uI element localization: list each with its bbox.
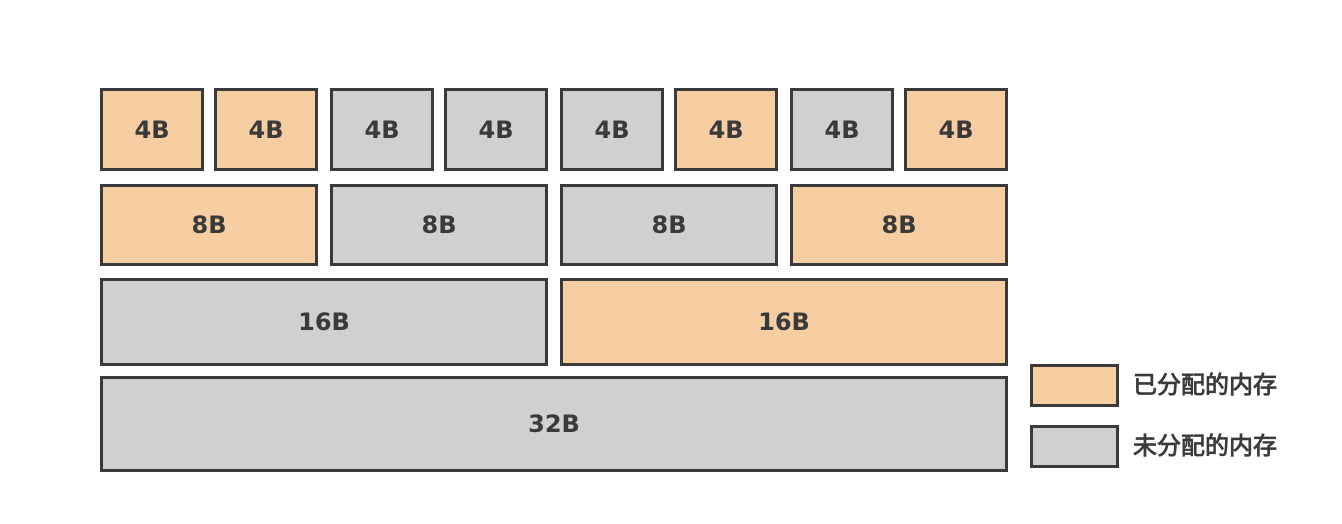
legend-free-swatch xyxy=(1030,425,1119,468)
memory-block-4b-8: 4B xyxy=(904,88,1008,171)
memory-block-4b-5: 4B xyxy=(560,88,664,171)
memory-block-32b: 32B xyxy=(100,376,1008,472)
memory-block-4b-2: 4B xyxy=(214,88,318,171)
memory-block-8b-3: 8B xyxy=(560,184,778,266)
legend-free-label: 未分配的内存 xyxy=(1133,432,1277,460)
memory-block-8b-1: 8B xyxy=(100,184,318,266)
memory-block-8b-2: 8B xyxy=(330,184,548,266)
memory-block-4b-1: 4B xyxy=(100,88,204,171)
memory-block-8b-4: 8B xyxy=(790,184,1008,266)
memory-block-4b-6: 4B xyxy=(674,88,778,171)
memory-block-4b-4: 4B xyxy=(444,88,548,171)
memory-block-16b-1: 16B xyxy=(100,278,548,366)
legend-allocated-swatch xyxy=(1030,364,1119,407)
memory-block-4b-3: 4B xyxy=(330,88,434,171)
memory-block-4b-7: 4B xyxy=(790,88,894,171)
legend-allocated-label: 已分配的内存 xyxy=(1133,371,1277,399)
memory-block-16b-2: 16B xyxy=(560,278,1008,366)
